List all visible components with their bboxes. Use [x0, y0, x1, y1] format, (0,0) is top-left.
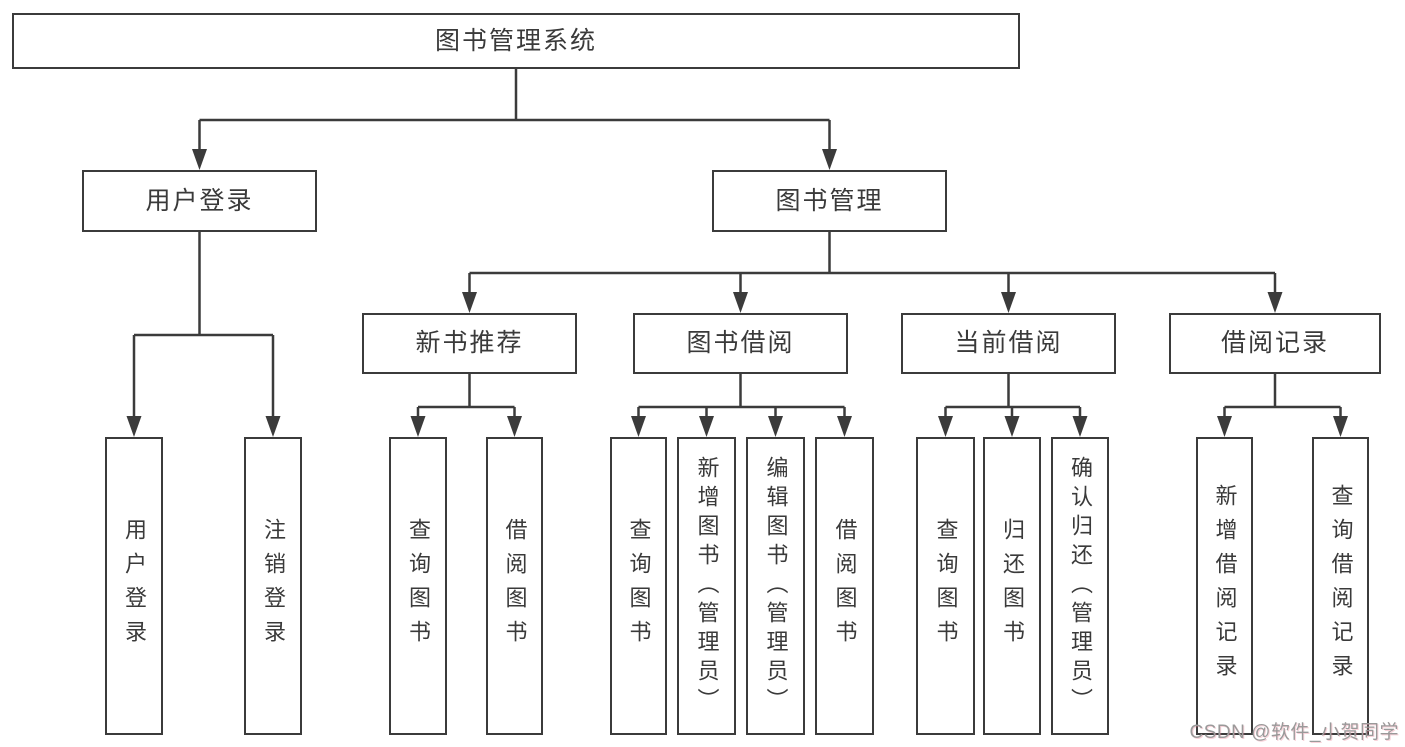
node-label: 注销登录	[261, 518, 286, 654]
node-leaf-current-confirm-return: 确认归还（管理员）	[1051, 437, 1109, 735]
node-leaf-record-add: 新增借阅记录	[1196, 437, 1253, 735]
node-label: 归还图书	[1000, 518, 1025, 654]
node-label: 用户登录	[145, 186, 254, 215]
arrow-down-icon	[1001, 292, 1016, 313]
arrow-down-icon	[1217, 416, 1232, 437]
arrow-down-icon	[1267, 292, 1283, 313]
connector-new-book-recommend-to-leaves	[410, 374, 522, 437]
node-label: 当前借阅	[954, 329, 1063, 357]
node-label: 新增借阅记录	[1212, 484, 1238, 688]
node-leaf-recommend-query-book: 查询图书	[389, 437, 447, 735]
arrow-down-icon	[837, 416, 852, 437]
arrow-down-icon	[1333, 416, 1348, 437]
node-leaf-record-query: 查询借阅记录	[1312, 437, 1369, 735]
node-label: 图书管理系统	[434, 26, 597, 55]
node-label: 借阅记录	[1220, 329, 1329, 357]
arrow-down-icon	[699, 416, 714, 437]
node-label: 图书管理	[775, 186, 884, 215]
node-leaf-borrow-borrow-book: 借阅图书	[815, 437, 874, 735]
node-label: 查询借阅记录	[1328, 484, 1354, 688]
node-leaf-user-login: 用户登录	[105, 437, 163, 735]
node-book-management-branch: 图书管理	[712, 170, 947, 232]
node-user-login-branch: 用户登录	[82, 170, 317, 232]
connector-book-borrow-to-leaves	[631, 374, 852, 437]
node-label: 查询图书	[933, 518, 959, 654]
node-label: 新增图书（管理员）	[694, 455, 720, 717]
node-leaf-logout: 注销登录	[244, 437, 302, 735]
node-book-borrow: 图书借阅	[633, 313, 848, 374]
node-root-system: 图书管理系统	[12, 13, 1020, 69]
node-label: 查询图书	[626, 518, 652, 654]
node-label: 图书借阅	[686, 329, 795, 357]
arrow-down-icon	[1004, 416, 1020, 437]
node-leaf-recommend-borrow-book: 借阅图书	[486, 437, 543, 735]
node-leaf-borrow-query-book: 查询图书	[610, 437, 667, 735]
node-label: 确认归还（管理员）	[1068, 455, 1093, 717]
arrow-down-icon	[733, 292, 748, 313]
node-new-book-recommend: 新书推荐	[362, 313, 577, 374]
connector-user-login-to-leaves	[126, 232, 281, 437]
connector-root-to-branches	[192, 69, 837, 170]
arrow-down-icon	[265, 416, 281, 437]
arrow-down-icon	[631, 416, 646, 437]
node-leaf-current-return-book: 归还图书	[983, 437, 1041, 735]
node-borrow-record: 借阅记录	[1169, 313, 1381, 374]
arrow-down-icon	[938, 416, 953, 437]
connector-book-management-to-modules	[462, 232, 1283, 313]
node-leaf-current-query-book: 查询图书	[916, 437, 975, 735]
node-leaf-borrow-add-book: 新增图书（管理员）	[677, 437, 736, 735]
node-label: 查询图书	[406, 518, 431, 654]
arrow-down-icon	[1072, 416, 1088, 437]
arrow-down-icon	[410, 416, 426, 437]
node-label: 借阅图书	[832, 518, 858, 654]
arrow-down-icon	[192, 149, 207, 170]
node-label: 编辑图书（管理员）	[763, 455, 789, 717]
node-current-borrow: 当前借阅	[901, 313, 1116, 374]
node-label: 借阅图书	[502, 518, 528, 654]
node-label: 用户登录	[122, 518, 147, 654]
node-leaf-borrow-edit-book: 编辑图书（管理员）	[746, 437, 805, 735]
arrow-down-icon	[507, 416, 522, 437]
arrow-down-icon	[768, 416, 783, 437]
csdn-watermark: CSDN @软件_小贺同学	[1189, 722, 1399, 743]
node-label: 新书推荐	[415, 329, 524, 357]
arrow-down-icon	[126, 416, 142, 437]
connector-current-borrow-to-leaves	[938, 374, 1088, 437]
connector-borrow-record-to-leaves	[1217, 374, 1348, 437]
arrow-down-icon	[462, 292, 477, 313]
arrow-down-icon	[822, 149, 837, 170]
